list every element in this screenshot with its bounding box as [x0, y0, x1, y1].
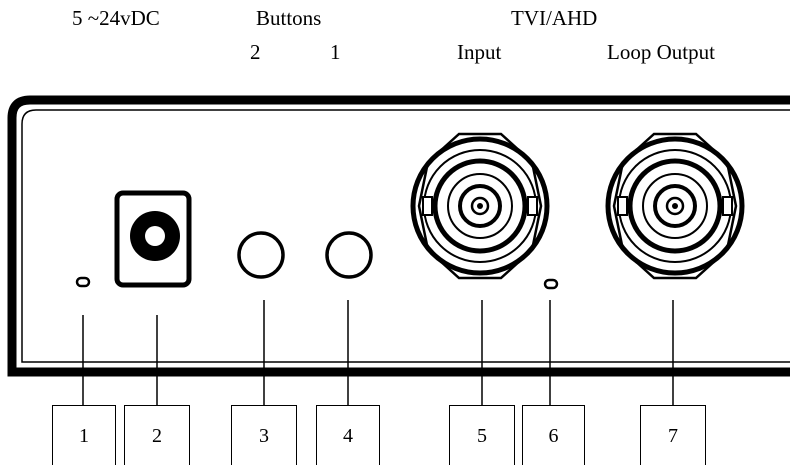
callout-2: 2 — [124, 405, 190, 465]
housing-outer — [7, 95, 790, 377]
input-label: Input — [457, 40, 502, 64]
callout-1: 1 — [52, 405, 116, 465]
callout-7: 7 — [640, 405, 706, 465]
callout-5: 5 — [449, 405, 515, 465]
tvi-ahd-label: TVI/AHD — [511, 6, 598, 30]
bnc-loop-output-connector — [605, 132, 745, 280]
bnc-input-connector — [410, 132, 550, 280]
button-2-circle — [237, 231, 285, 279]
buttons-label: Buttons — [256, 6, 322, 30]
loop-output-label: Loop Output — [607, 40, 715, 64]
dc-power-jack-body — [114, 190, 192, 288]
button-1-label: 1 — [330, 40, 341, 64]
led-indicator-left — [75, 276, 91, 288]
callout-6: 6 — [522, 405, 585, 465]
button-1-circle — [325, 231, 373, 279]
button-2-label: 2 — [250, 40, 261, 64]
callout-3: 3 — [231, 405, 297, 465]
led-indicator-right — [543, 278, 559, 290]
dc-power-jack-hole-inner — [145, 226, 165, 246]
housing-inner — [21, 109, 790, 363]
callout-4: 4 — [316, 405, 380, 465]
power-label: 5 ~24vDC — [72, 6, 160, 30]
